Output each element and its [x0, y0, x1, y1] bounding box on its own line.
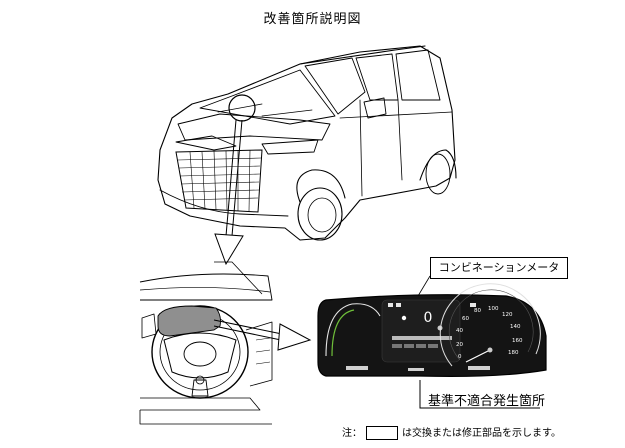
speed-tick-140: 140 [510, 324, 521, 330]
speed-tick-180: 180 [508, 350, 519, 356]
meter-label-leader [417, 275, 431, 297]
pointer-arrow-right [213, 319, 312, 351]
speed-needle [465, 349, 491, 363]
defect-location-callout: 基準不適合発生箇所 [428, 394, 546, 409]
speed-tick-20: 20 [456, 342, 463, 348]
cockpit-illustration [139, 261, 273, 425]
speed-tick-40: 40 [456, 328, 463, 334]
diagram-title: 改善箇所説明図 [263, 12, 362, 27]
combination-meter-callout: コンビネーションメータ [430, 257, 568, 279]
defect-label-leader [419, 380, 540, 409]
speed-tick-100: 100 [488, 306, 499, 312]
note-suffix: は交換または修正部品を示します。 [402, 428, 561, 439]
meter-highlight-in-cockpit [157, 305, 221, 337]
speed-digit: 0 [424, 310, 433, 326]
pointer-arrow-down [214, 119, 244, 266]
speed-tick-80: 80 [474, 308, 481, 314]
vehicle-grille [175, 149, 263, 213]
combination-meter: 0 0 20 40 60 80 100 120 140 160 180 [317, 283, 547, 377]
legend-box-icon [366, 426, 398, 440]
speed-tick-60: 60 [462, 316, 469, 322]
note-prefix: 注： [342, 428, 362, 439]
speed-tick-160: 160 [512, 338, 523, 344]
speed-tick-120: 120 [502, 312, 513, 318]
speed-tick-0: 0 [458, 354, 462, 360]
legend-note: 注： は交換または修正部品を示します。 [342, 424, 561, 440]
vehicle-illustration [157, 45, 457, 241]
